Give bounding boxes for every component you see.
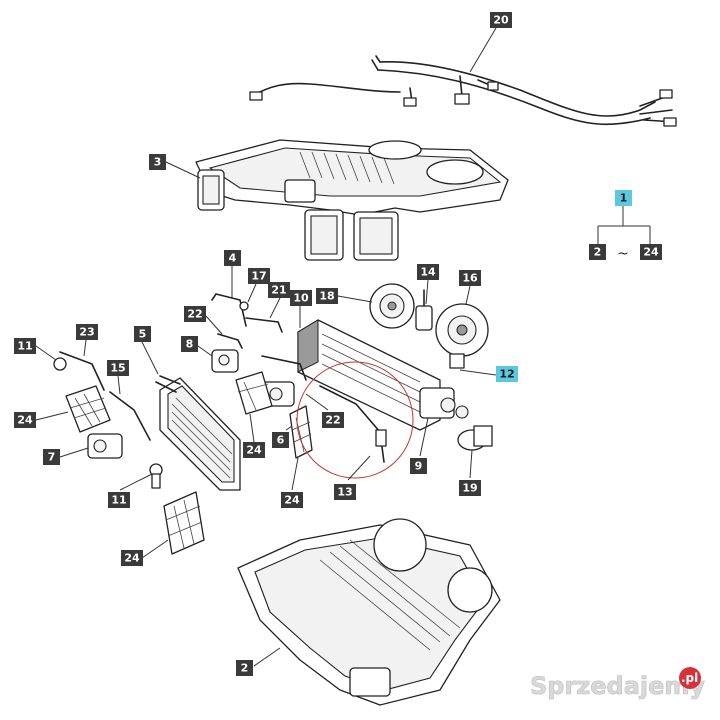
part-rod-21 (245, 317, 283, 333)
callout-13: 13 (334, 484, 356, 500)
part-wiring-harness (249, 55, 677, 127)
svg-text:10: 10 (293, 292, 309, 305)
svg-text:11: 11 (111, 494, 126, 507)
callout-3: 3 (149, 154, 166, 170)
part-clip-17 (239, 301, 249, 311)
svg-text:13: 13 (337, 486, 352, 499)
callout-21: 21 (268, 282, 290, 298)
callout-16: 16 (459, 270, 481, 286)
tilde-range: ~ (617, 246, 629, 262)
part-rod-4 (211, 293, 247, 327)
callout-1: 1 (615, 190, 632, 206)
callout-11-upper: 11 (14, 338, 36, 354)
part-filter-24a (65, 385, 111, 433)
callout-10: 10 (290, 290, 312, 306)
part-lower-housing (237, 518, 501, 706)
svg-text:Sprzedajemy: Sprzedajemy (530, 672, 705, 700)
part-rod-22a (217, 333, 243, 349)
svg-text:21: 21 (271, 284, 286, 297)
callout-5: 5 (134, 326, 151, 342)
part-sensor-11b (149, 463, 163, 489)
svg-text:4: 4 (229, 252, 237, 265)
part-filter-24c (289, 405, 313, 459)
part-evaporator (297, 319, 469, 431)
callout-9: 9 (410, 458, 427, 474)
svg-text:24: 24 (17, 414, 33, 427)
highlight-circle (296, 361, 414, 479)
svg-text:22: 22 (325, 414, 340, 427)
part-blower-18 (369, 283, 415, 329)
part-rod-22b (261, 355, 307, 381)
callout-23: 23 (76, 324, 98, 340)
callout-22-lower: 22 (322, 412, 344, 428)
svg-text:18: 18 (319, 290, 334, 303)
svg-text:9: 9 (415, 460, 423, 473)
svg-text:5: 5 (139, 328, 147, 341)
callout-2-tree: 2 (589, 244, 606, 260)
callout-22-upper: 22 (184, 306, 206, 322)
svg-text:23: 23 (79, 326, 94, 339)
part-upper-housing (195, 139, 509, 261)
part-actuator-8 (211, 349, 239, 373)
callout-11-lower: 11 (108, 492, 130, 508)
svg-text:2: 2 (594, 246, 602, 259)
svg-text:2: 2 (241, 662, 249, 675)
callout-24-right: 24 (281, 492, 303, 508)
callout-6: 6 (272, 432, 289, 448)
svg-text:15: 15 (110, 362, 125, 375)
callout-7: 7 (43, 449, 60, 465)
callout-24-left: 24 (14, 412, 36, 428)
part-pipe-13 (319, 385, 387, 463)
svg-text:11: 11 (17, 340, 32, 353)
svg-text:1: 1 (620, 192, 628, 205)
svg-text:24: 24 (246, 444, 262, 457)
callout-17: 17 (248, 268, 270, 284)
part-sensor-11a (53, 357, 67, 371)
callout-19: 19 (459, 480, 481, 496)
part-blower-16 (435, 303, 489, 369)
svg-text:6: 6 (277, 434, 285, 447)
part-actuator-7 (87, 433, 123, 459)
callout-24-center: 24 (243, 442, 265, 458)
callout-15: 15 (107, 360, 129, 376)
svg-text:12: 12 (499, 368, 514, 381)
svg-text:.pl: .pl (681, 671, 698, 685)
callout-24-bottom: 24 (121, 550, 143, 566)
callout-18: 18 (316, 288, 338, 304)
part-actuator-14 (415, 289, 433, 331)
svg-text:3: 3 (154, 156, 162, 169)
svg-text:24: 24 (643, 246, 659, 259)
svg-text:24: 24 (124, 552, 140, 565)
svg-text:17: 17 (251, 270, 266, 283)
svg-text:20: 20 (493, 14, 509, 27)
svg-text:16: 16 (462, 272, 478, 285)
callout-24-tree: 24 (640, 244, 662, 260)
callout-4: 4 (224, 250, 241, 266)
svg-text:22: 22 (187, 308, 202, 321)
part-rod-15 (109, 391, 151, 441)
callout-20: 20 (490, 12, 512, 28)
part-heater-core (155, 375, 241, 491)
watermark-logo: Sprzedajemy .pl (530, 667, 706, 700)
callout-2: 2 (236, 660, 253, 676)
svg-text:19: 19 (462, 482, 477, 495)
part-filter-24d (163, 491, 205, 555)
part-rod-23 (59, 351, 105, 391)
part-expansion-valve (457, 425, 493, 451)
svg-text:7: 7 (48, 451, 56, 464)
assembly-tree: ~ (597, 206, 651, 262)
callout-14: 14 (417, 264, 439, 280)
callout-12: 12 (496, 366, 518, 382)
leader-lines (35, 27, 497, 667)
svg-text:14: 14 (420, 266, 436, 279)
callout-8: 8 (181, 336, 198, 352)
svg-text:8: 8 (186, 338, 194, 351)
part-filter-24b (235, 371, 273, 415)
svg-text:24: 24 (284, 494, 300, 507)
